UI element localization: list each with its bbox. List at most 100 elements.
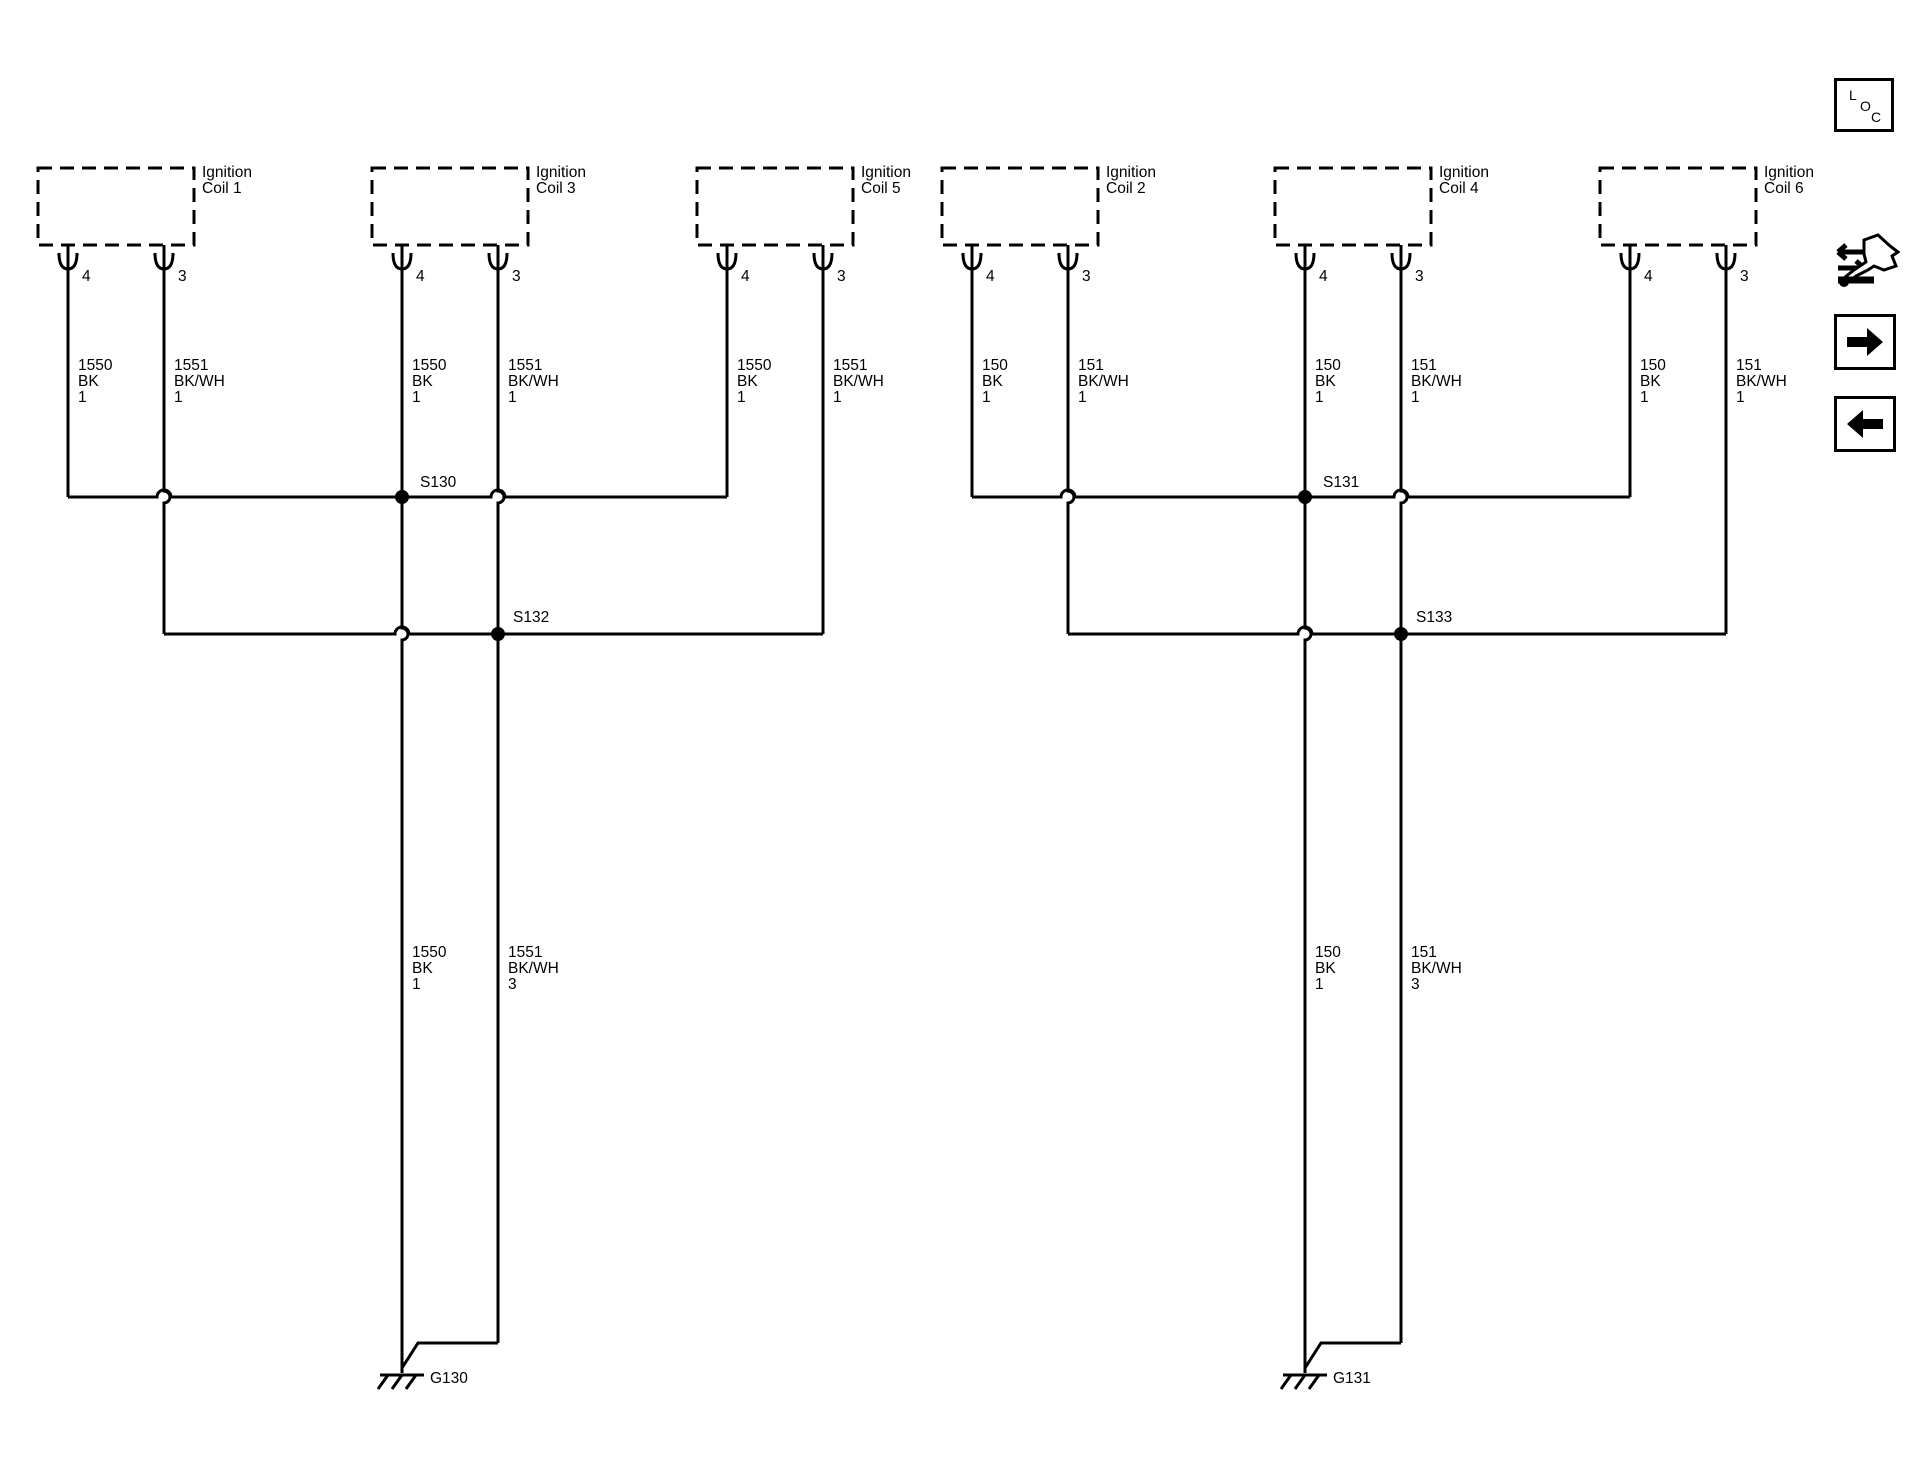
wire-label-line: 1 (1315, 976, 1324, 993)
connector-box (940, 166, 1100, 247)
wire-label-line: 1 (174, 389, 183, 406)
arrow-left-icon (1847, 410, 1883, 438)
wire-label-line: 151 (1736, 357, 1762, 374)
bkwh-bus (1068, 625, 1726, 636)
wire-label-line: 1551 (833, 357, 867, 374)
splice-label: S132 (513, 609, 549, 626)
wire-label-line: 1 (1640, 389, 1649, 406)
ground-hatch (404, 1374, 418, 1390)
bk-main-wire (1303, 269, 1313, 1343)
wire-label-line: BK (1315, 373, 1336, 390)
connector-box (1273, 166, 1433, 247)
pin-number: 3 (512, 268, 521, 285)
wire-label-line: 1 (412, 389, 421, 406)
pin-number: 4 (416, 268, 425, 285)
ground-label: G130 (430, 1370, 468, 1387)
connector-swap-icon[interactable] (1834, 232, 1901, 298)
wire-label-line: 1 (737, 389, 746, 406)
connector-title-line1: Ignition (1106, 164, 1156, 181)
wire-label-line: 1 (1736, 389, 1745, 406)
pin-number: 3 (1082, 268, 1091, 285)
connector-title-line2: Coil 4 (1439, 180, 1479, 197)
next-button[interactable] (1834, 314, 1896, 370)
bk-main-wire (400, 269, 410, 1343)
ground-hatch (1293, 1374, 1307, 1390)
splice-dot (395, 490, 409, 504)
wire-label-line: BK (1315, 960, 1336, 977)
wire-label-line: 1 (508, 389, 517, 406)
ground-symbol (1279, 1373, 1327, 1390)
wire-label-line: BK/WH (1736, 373, 1787, 390)
wire-label-line: 3 (508, 976, 517, 993)
ground-hatch (1307, 1374, 1321, 1390)
splice-label: S131 (1323, 474, 1359, 491)
splice-dot (491, 627, 505, 641)
connector-title-line2: Coil 1 (202, 180, 242, 197)
wire-label-line: BK (737, 373, 758, 390)
wire-label-line: 1 (412, 976, 421, 993)
wire-label-line: 151 (1411, 944, 1437, 961)
pin-number: 4 (741, 268, 750, 285)
previous-button[interactable] (1834, 396, 1896, 452)
loc-letter-o: O (1860, 98, 1871, 114)
wire-label-line: 1550 (737, 357, 772, 374)
pin-number: 3 (178, 268, 187, 285)
loc-letter-c: C (1871, 109, 1881, 125)
connector-title-line2: Coil 3 (536, 180, 576, 197)
wire-label-line: 3 (1411, 976, 1420, 993)
wire-label-line: 151 (1411, 357, 1437, 374)
wire-label-line: BK/WH (1411, 960, 1462, 977)
splice-dot (1394, 627, 1408, 641)
location-button[interactable]: L O C (1834, 78, 1894, 132)
wire-label-line: BK/WH (174, 373, 225, 390)
wire-label-line: 1551 (174, 357, 208, 374)
loc-letter-l: L (1849, 87, 1857, 103)
wires-layer (66, 269, 1728, 1390)
wire-label-line: 150 (1315, 944, 1341, 961)
connector-title-line1: Ignition (536, 164, 586, 181)
labels-layer: 1550BK11551BK/WH11550BK11551BK/WH11550BK… (78, 357, 1787, 1387)
pin-number: 4 (1319, 268, 1328, 285)
connector-title-line2: Coil 6 (1764, 180, 1804, 197)
pin-number: 3 (1415, 268, 1424, 285)
bkwh-bus (164, 625, 823, 636)
connector-title-line1: Ignition (202, 164, 252, 181)
ground-label: G131 (1333, 1370, 1371, 1387)
wire-label-line: BK (412, 960, 433, 977)
wire-label-line: BK (78, 373, 99, 390)
arrow-right-icon (1847, 328, 1883, 356)
wire-label-line: 1 (1078, 389, 1087, 406)
wire-label-line: 1 (833, 389, 842, 406)
wire-label-line: 1 (982, 389, 991, 406)
wire-label-line: 1550 (78, 357, 113, 374)
bkwh-main-wire (1399, 269, 1409, 1343)
connector-title-line2: Coil 2 (1106, 180, 1146, 197)
bk-bus (972, 488, 1630, 499)
pin-number: 4 (82, 268, 91, 285)
wire-label-line: 1550 (412, 357, 447, 374)
wire-label-line: BK/WH (508, 373, 559, 390)
wire-label-line: 1550 (412, 944, 447, 961)
wire-label-line: 150 (982, 357, 1008, 374)
wire-label-line: BK/WH (1411, 373, 1462, 390)
wire-label-line: 150 (1640, 357, 1666, 374)
wire-label-line: 1551 (508, 357, 542, 374)
bkwh-main-wire (496, 269, 506, 1343)
ground-symbol (376, 1373, 424, 1390)
connector-box (695, 166, 855, 247)
